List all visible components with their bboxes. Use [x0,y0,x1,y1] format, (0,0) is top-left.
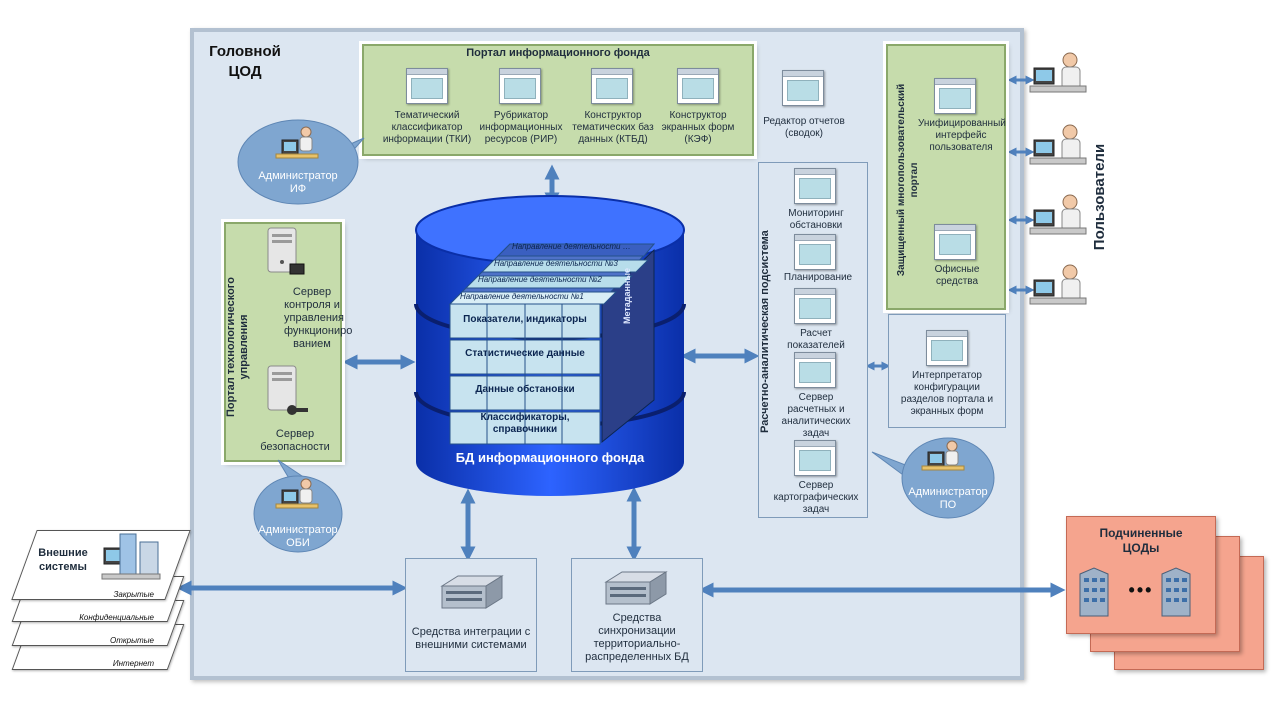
analytics-title: Расчетно-аналитическая подсистема [759,230,771,433]
cube-tab-2: Направление деятельности №2 [478,275,602,284]
building-icon [1161,567,1191,617]
interpreter-panel [888,314,1006,428]
analytics-item-monitoring: Мониторинг обстановки [788,208,844,231]
cube-side-metadata: Метаданные [622,267,632,325]
admin-if-label: Администратор ИФ [258,170,338,195]
server-icon [267,227,305,275]
admin-po-callout [871,437,995,519]
window-icon [934,78,976,114]
integration-label: Средства интеграции с внешними системами [411,626,531,651]
portal-if-item-rir: Рубрикатор информационных ресурсов (РИР) [479,110,563,145]
user-workstation-icon [1029,52,1087,93]
admin-obi-callout [253,459,343,553]
portal-if-item-kef: Конструктор экранных форм (КЭФ) [661,110,735,145]
user-workstation-icon [1029,194,1087,235]
window-icon [406,68,448,104]
portal-if-item-tki: Тематический классификатор информации (Т… [382,110,472,145]
cube-row-indicators: Показатели, индикаторы [463,314,587,325]
window-icon [794,440,836,476]
building-icon [1079,567,1109,617]
subordinate-dots: ••• [1128,580,1154,600]
admin-workstation-icon [921,440,965,471]
sync-label: Средства синхронизации территориально-ра… [585,612,689,663]
rack-server-icon [604,571,668,605]
portal-if-title: Портал информационного фонда [466,47,650,59]
portal-if-item-ktbd: Конструктор тематических баз данных (КТБ… [572,110,654,145]
tech-server-control: Сервер контроля и управления функциониро… [284,286,353,350]
external-level-open: Открытые [110,636,154,645]
tech-portal-title: Портал технологического управления [225,277,250,417]
analytics-item-map-server: Сервер картографических задач [773,480,859,515]
user-portal-item-office: Офисные средства [934,264,980,287]
external-title: Внешние системы [38,547,88,573]
subordinate-title: Подчиненные ЦОДы [1099,526,1183,555]
analytics-item-calculation: Расчет показателей [787,328,845,351]
data-cube [448,243,656,445]
window-icon [499,68,541,104]
cube-tab-3: Направление деятельности №3 [494,259,618,268]
admin-obi-label: Администратор ОБИ [258,524,338,549]
window-icon [677,68,719,104]
analytics-item-calc-server: Сервер расчетных и аналитических задач [781,392,851,439]
cube-row-classifiers: Классификаторы, справочники [480,412,570,435]
user-workstation-icon [1029,264,1087,305]
user-portal-title: Защищенный многопользовательский портал [896,83,920,277]
rack-server-icon [440,575,504,609]
admin-workstation-icon [275,478,319,509]
head-dpc-title: Головной ЦОД [209,43,281,80]
database-title: БД информационного фонда [455,450,645,465]
window-icon [794,288,836,324]
external-level-confidential: Конфиденциальные [79,613,154,622]
interpreter-label: Интерпретатор конфигурации разделов порт… [900,370,994,417]
subordinate-buildings [1079,567,1191,617]
tech-server-security: Сервер безопасности [260,428,330,453]
cube-tab-1: Направление деятельности №1 [460,292,584,301]
user-portal-panel [886,44,1006,310]
window-icon [926,330,968,366]
window-icon [794,352,836,388]
admin-workstation-icon [275,126,319,159]
portal-if-item-report-editor: Редактор отчетов (сводок) [763,116,845,139]
admin-if-callout [237,119,365,205]
window-icon [591,68,633,104]
window-icon [782,70,824,106]
security-server-icon [267,365,308,415]
cube-row-situation: Данные обстановки [475,384,575,395]
admin-po-label: Администратор ПО [908,486,988,511]
window-icon [794,168,836,204]
user-portal-item-ui: Унифицированный интерфейс пользователя [918,118,1006,153]
cube-row-statistics: Статистические данные [465,348,585,359]
cube-tab-etc: Направление деятельности … [512,242,631,251]
window-icon [934,224,976,260]
users-workstations [1029,52,1087,305]
analytics-item-planning: Планирование [783,272,853,283]
window-icon [794,234,836,270]
user-workstation-icon [1029,124,1087,165]
external-level-internet: Интернет [112,659,154,668]
external-level-closed: Закрытые [113,590,154,599]
users-label: Пользователи [1091,143,1108,251]
external-servers-icon [101,533,161,580]
